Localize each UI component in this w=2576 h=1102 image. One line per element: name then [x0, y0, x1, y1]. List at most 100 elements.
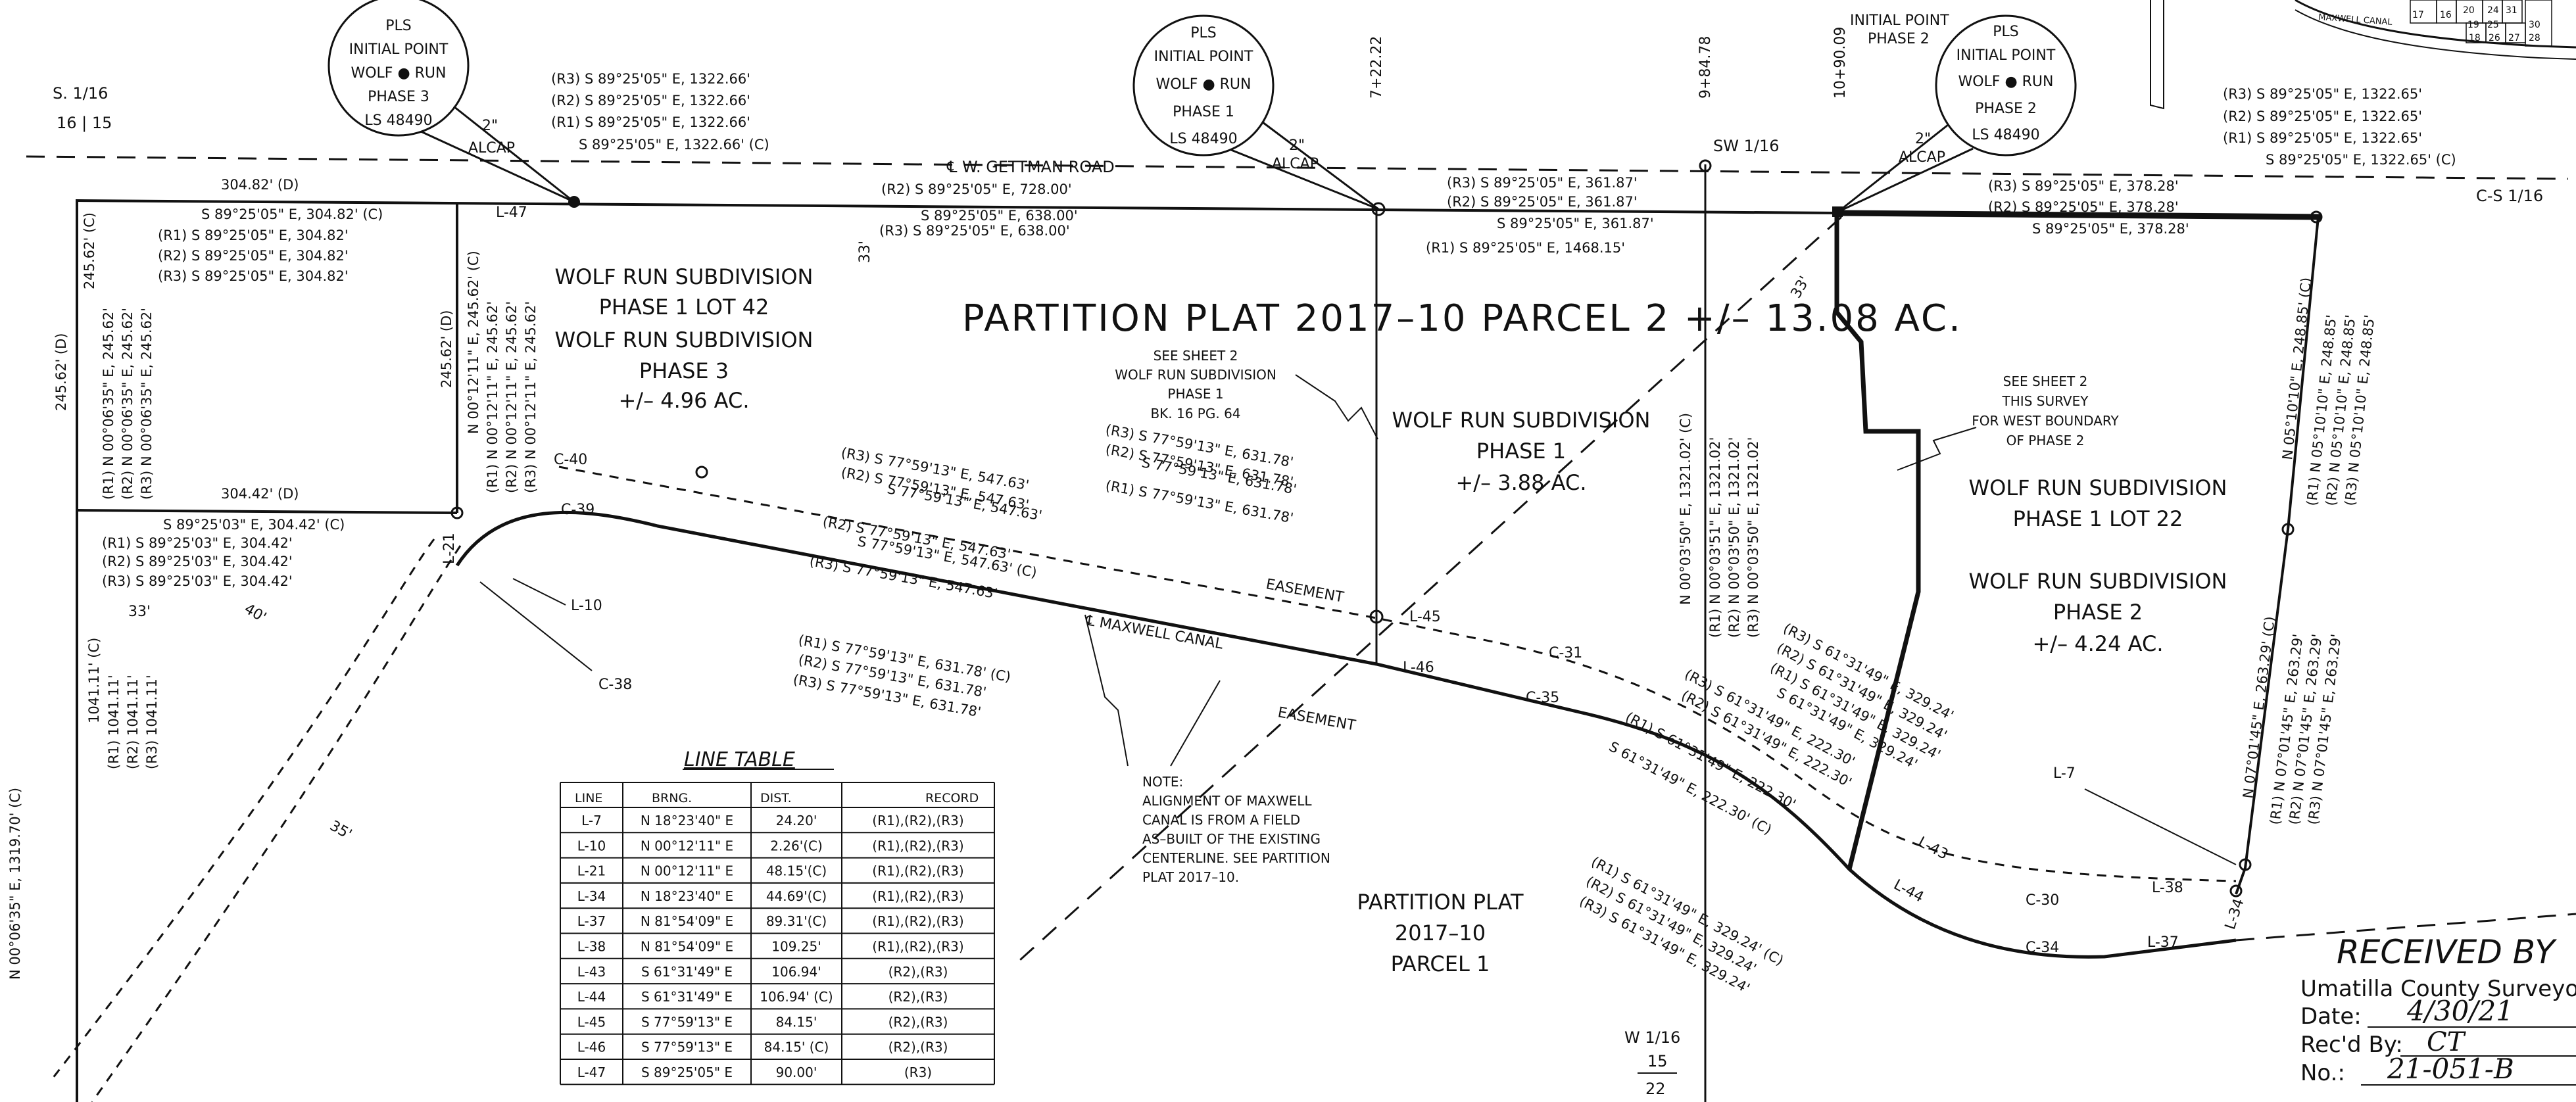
table-cell: (R1),(R2),(R3) [872, 913, 963, 929]
canal-easement-north [558, 466, 2237, 882]
table-cell: 44.69'(C) [766, 888, 827, 904]
callout-line: (R3) S 89°25'05" E, 1322.66' [551, 71, 750, 87]
curve-label: C-40 [554, 452, 587, 468]
canal-easement-south-1 [51, 539, 435, 1079]
callout-line: N 07°01'45" E, 263.29' (C) [2240, 615, 2278, 800]
line-table-title: LINE TABLE [684, 748, 795, 771]
diagonal-easement [1011, 216, 1843, 968]
alcap-text: ALCAP [1899, 149, 1945, 166]
pls-line: PLS [1993, 24, 2019, 40]
table-cell: L-21 [577, 863, 606, 879]
monument-phase1 [1371, 202, 1386, 216]
parcel-line: +/– 4.96 AC. [618, 388, 749, 413]
parcel-line: PHASE 3 [639, 358, 729, 383]
pls-line: INITIAL POINT [349, 41, 449, 58]
number-label: No.: [2300, 1060, 2345, 1086]
parcel-line: PHASE 1 [1476, 439, 1566, 464]
table-cell: (R1),(R2),(R3) [872, 888, 963, 904]
callout-line: (R2) S 61°31'49" E, 329.24' [1584, 873, 1759, 976]
callout-line: 304.42' (D) [221, 486, 299, 502]
monument-c40 [695, 466, 708, 479]
pls-line: WOLF ● RUN [1958, 74, 2053, 90]
callout-line: (R3) S 89°25'05" E, 638.00' [879, 223, 1070, 239]
callout-line: (R1) N 00°06'35" E, 245.62' [101, 308, 116, 500]
south-easement [2235, 913, 2576, 942]
s116-numbers: 16 | 15 [57, 114, 112, 132]
parcel-line: WOLF RUN SUBDIVISION [1392, 408, 1651, 433]
table-cell: S 77°59'13" E [641, 1040, 733, 1055]
callout-line: (R2) N 00°06'35" E, 245.62' [120, 308, 135, 500]
callout-line: S 89°25'05" E, 1322.66' (C) [579, 137, 769, 153]
callout-line: S 89°25'05" E, 304.82' (C) [201, 206, 383, 222]
line-label: L-46 [1403, 659, 1434, 676]
table-cell: 109.25' [771, 939, 821, 955]
alcap-text: ALCAP [468, 140, 515, 156]
table-cell: S 89°25'05" E [641, 1065, 733, 1080]
dim-label: 35' [327, 818, 354, 844]
table-cell: L-38 [577, 939, 606, 955]
pls-line: PLS [385, 18, 412, 34]
table-header: DIST. [760, 791, 792, 805]
table-cell: L-46 [577, 1040, 606, 1055]
line-label: L-7 [2053, 765, 2076, 782]
note-line: OF PHASE 2 [2006, 433, 2085, 448]
monument-phase2 [1832, 206, 1843, 217]
line-label: L-47 [496, 204, 527, 221]
table-cell: N 81°54'09" E [641, 939, 733, 955]
note-line: NOTE: [1142, 774, 1183, 790]
canal-easement-south-2 [91, 545, 462, 1102]
station-label: 9+84.78 [1697, 36, 1714, 99]
callout-line: (R3) S 89°25'05" E, 378.28' [1988, 178, 2179, 194]
callout-line: (R2) N 00°03'50" E, 1321.02' [1726, 437, 1742, 638]
table-cell: S 61°31'49" E [641, 989, 733, 1005]
w116-bottom: 22 [1645, 1080, 1666, 1098]
vicinity-lot: 17 [2412, 10, 2424, 20]
sw116-label: SW 1/16 [1713, 137, 1780, 155]
alcap-size: 2" [1289, 137, 1305, 154]
note-line: THIS SURVEY [2002, 393, 2089, 409]
pls-balloon-phase2: PLS INITIAL POINT WOLF ● RUN PHASE 2 LS … [1837, 14, 2077, 213]
phase2-east-boundary [2235, 216, 2320, 895]
table-cell: L-43 [577, 964, 606, 980]
table-cell: (R2),(R3) [888, 964, 948, 980]
curve-label: C-38 [598, 677, 632, 693]
parcel-line: 2017–10 [1395, 921, 1486, 946]
easement-label: EASEMENT [1265, 576, 1346, 606]
table-cell: 84.15' [776, 1014, 817, 1030]
parcel-line: WOLF RUN SUBDIVISION [1969, 569, 2227, 594]
lot42-south-line [76, 509, 458, 514]
curve-label: C-35 [1526, 690, 1559, 706]
callout-line: (R3) N 00°03'50" E, 1321.02' [1745, 437, 1761, 638]
vicinity-lot: 24 [2487, 5, 2499, 16]
main-title: PARTITION PLAT 2017–10 PARCEL 2 +/– 13.0… [962, 297, 1962, 340]
vicinity-lot: 19 [2467, 20, 2479, 30]
callout-line: 1041.11' (C) [86, 638, 102, 723]
pls-line: WOLF ● RUN [351, 65, 446, 82]
table-cell: (R1),(R2),(R3) [872, 838, 963, 853]
pls-line: PHASE 3 [368, 89, 429, 105]
curve-label: C-30 [2026, 892, 2059, 909]
road-centerline [26, 155, 2569, 180]
parcel-line: WOLF RUN SUBDIVISION [555, 327, 814, 352]
line-label: L-34 [2222, 897, 2248, 932]
parcel-line: WOLF RUN SUBDIVISION [555, 264, 814, 289]
callout-line: (R3) S 89°25'03" E, 304.42' [102, 573, 293, 589]
easement-label: EASEMENT [1276, 704, 1357, 734]
table-cell: 90.00' [776, 1065, 817, 1080]
callout-line: N 00°06'35" E, 1319.70' (C) [7, 788, 23, 980]
pls-line: LS 48490 [364, 112, 432, 129]
dim-label: 40' [241, 601, 269, 627]
callout-line: (R3) S 89°25'05" E, 304.82' [158, 268, 349, 284]
pls-line: PHASE 1 [1173, 104, 1234, 120]
callout-line: (R1) S 89°25'03" E, 304.42' [102, 535, 293, 551]
note-line: PLAT 2017–10. [1142, 869, 1239, 885]
line-label: L-44 [1891, 876, 1926, 906]
vicinity-lot: 27 [2508, 33, 2520, 43]
monument-cs116 [2310, 210, 2323, 224]
table-cell: N 18°23'40" E [641, 813, 733, 828]
